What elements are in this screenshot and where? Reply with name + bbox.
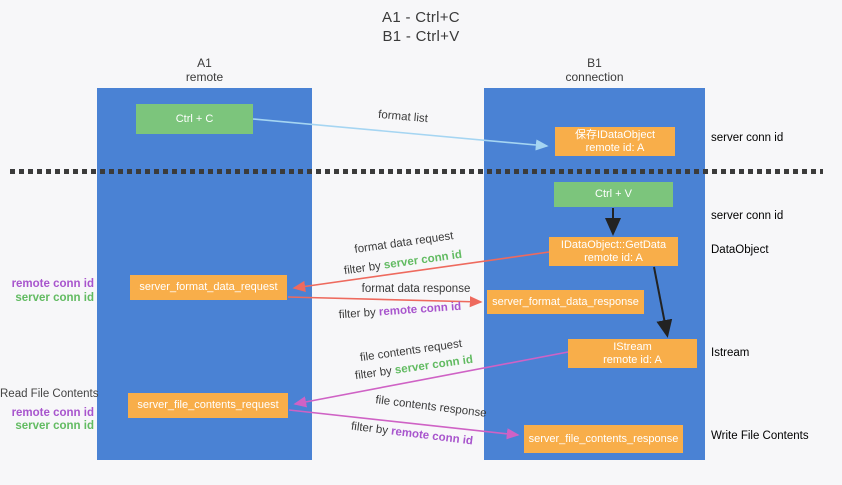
read-file-contents-label: Read File Contents (0, 388, 99, 400)
istream-side-label: Istream (711, 347, 750, 359)
server-format-data-request-label: server_format_data_request (139, 281, 278, 293)
column-a-name: A1 (197, 56, 212, 70)
save-idataobject-line2: remote id: A (585, 141, 645, 154)
server-conn-id-label-2: server conn id (15, 420, 94, 432)
server-file-contents-request-node: server_file_contents_request (128, 393, 288, 418)
ctrl-c-label: Ctrl + C (175, 112, 214, 125)
column-b-header: B1 connection (484, 56, 705, 84)
server-format-data-response-node: server_format_data_response (487, 290, 644, 314)
filter-prefix: filter by (354, 364, 396, 383)
getdata-node: IDataObject::GetData remote id: A (549, 237, 678, 266)
dataobject-label: DataObject (711, 244, 769, 256)
ctrl-v-node: Ctrl + V (554, 182, 673, 207)
column-b-name: B1 (587, 56, 602, 70)
istream-node: IStream remote id: A (568, 339, 697, 368)
filter-prefix: filter by (343, 259, 385, 278)
istream-line1: IStream (613, 340, 652, 353)
format-list-label: format list (377, 108, 429, 126)
server-conn-id-label-1: server conn id (15, 291, 94, 304)
istream-line2: remote id: A (603, 353, 662, 366)
left-conn-id-group-2: Read File Contents remote conn id server… (0, 388, 99, 434)
format-data-response-label: format data response (361, 283, 471, 295)
server-format-data-response-label: server_format_data_response (492, 295, 639, 308)
server-file-contents-request-label: server_file_contents_request (137, 399, 279, 411)
column-b-subtitle: connection (565, 70, 624, 84)
write-file-contents-label: Write File Contents (711, 430, 809, 442)
server-file-contents-response-label: server_file_contents_response (528, 432, 679, 445)
getdata-line2: remote id: A (584, 251, 643, 264)
ctrl-v-label: Ctrl + V (595, 188, 632, 200)
filter-key-remote-conn-id: remote conn id (378, 300, 462, 319)
diagram-title: A1 - Ctrl+C B1 - Ctrl+V (0, 8, 842, 46)
filter-prefix: filter by (350, 420, 392, 438)
format-data-response-filter-label: filter by remote conn id (338, 301, 461, 322)
ctrl-c-node: Ctrl + C (136, 104, 253, 134)
save-idataobject-node: 保存IDataObject remote id: A (555, 127, 675, 156)
filter-key-server-conn-id: server conn id (383, 248, 463, 272)
server-conn-id-label-mid: server conn id (711, 210, 784, 222)
server-file-contents-response-node: server_file_contents_response (524, 425, 683, 453)
copy-paste-separator-line (10, 169, 823, 174)
left-conn-id-group-1: remote conn id server conn id (0, 278, 94, 305)
filter-key-remote-conn-id: remote conn id (390, 425, 474, 448)
save-idataobject-line1: 保存IDataObject (574, 128, 656, 141)
column-a-subtitle: remote (185, 70, 224, 84)
server-format-data-request-node: server_format_data_request (130, 275, 287, 300)
title-line-2: B1 - Ctrl+V (382, 28, 460, 45)
remote-conn-id-label-1: remote conn id (11, 278, 94, 290)
remote-conn-id-label-2: remote conn id (11, 406, 94, 419)
column-a-header: A1 remote (97, 56, 312, 84)
getdata-line1: IDataObject::GetData (560, 238, 667, 251)
server-conn-id-label-top: server conn id (711, 132, 784, 144)
title-line-1: A1 - Ctrl+C (382, 9, 460, 26)
filter-prefix: filter by (338, 306, 380, 322)
file-contents-response-label: file contents response (374, 394, 488, 420)
file-contents-response-filter-label: filter by remote conn id (350, 421, 473, 448)
